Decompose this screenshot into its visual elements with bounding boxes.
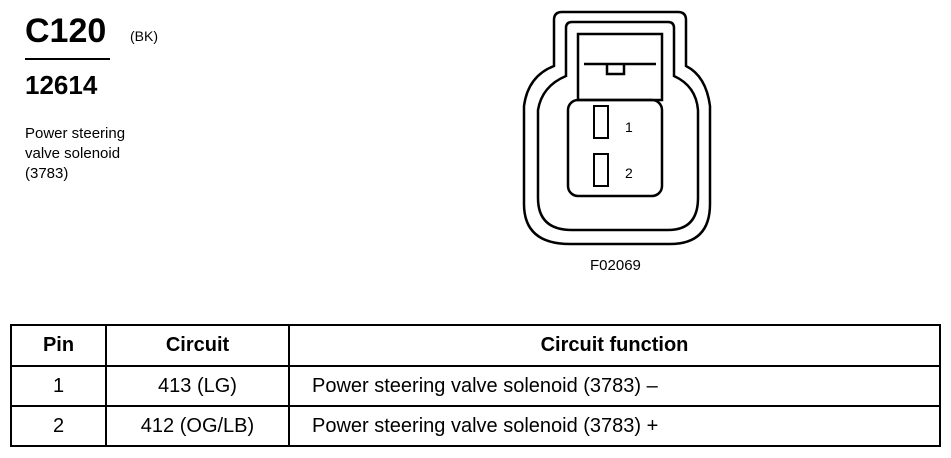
circuit-cell: 412 (OG/LB) xyxy=(105,405,290,447)
locking-tab-notch xyxy=(605,64,626,76)
table-row: 2 412 (OG/LB) Power steering valve solen… xyxy=(10,405,941,447)
pin-cell: 1 xyxy=(10,365,107,407)
connector-id: C120 xyxy=(25,12,107,50)
table-header-row: Pin Circuit Circuit function xyxy=(10,324,941,367)
pin-1-slot xyxy=(593,105,609,139)
pin-2-label: 2 xyxy=(625,165,633,181)
connector-outer-housing xyxy=(522,10,712,246)
description-line: (3783) xyxy=(25,165,69,182)
column-header-circuit: Circuit xyxy=(105,324,290,367)
circuit-function-cell: Power steering valve solenoid (3783) + xyxy=(288,405,941,447)
description-line: valve solenoid xyxy=(25,145,121,162)
pin-2-slot xyxy=(593,153,609,187)
circuit-function-cell: Power steering valve solenoid (3783) – xyxy=(288,365,941,407)
part-number: 12614 xyxy=(25,70,98,100)
column-header-circuit-function: Circuit function xyxy=(288,324,941,367)
color-code: (BK) xyxy=(130,28,158,44)
table-row: 1 413 (LG) Power steering valve solenoid… xyxy=(10,365,941,407)
terminal-cavity xyxy=(566,98,664,198)
component-description: Power steering valve solenoid (3783) xyxy=(25,124,185,184)
pin-cell: 2 xyxy=(10,405,107,447)
locking-tab xyxy=(576,32,664,102)
title-underline xyxy=(25,58,110,60)
pinout-table: Pin Circuit Circuit function 1 413 (LG) … xyxy=(10,324,941,447)
circuit-cell: 413 (LG) xyxy=(105,365,290,407)
description-line: Power steering xyxy=(25,125,126,142)
connector-face-diagram: 1 2 xyxy=(522,10,712,246)
column-header-pin: Pin xyxy=(10,324,107,367)
connector-inner-housing xyxy=(536,20,700,232)
figure-id: F02069 xyxy=(590,257,641,274)
pin-1-label: 1 xyxy=(625,119,633,135)
